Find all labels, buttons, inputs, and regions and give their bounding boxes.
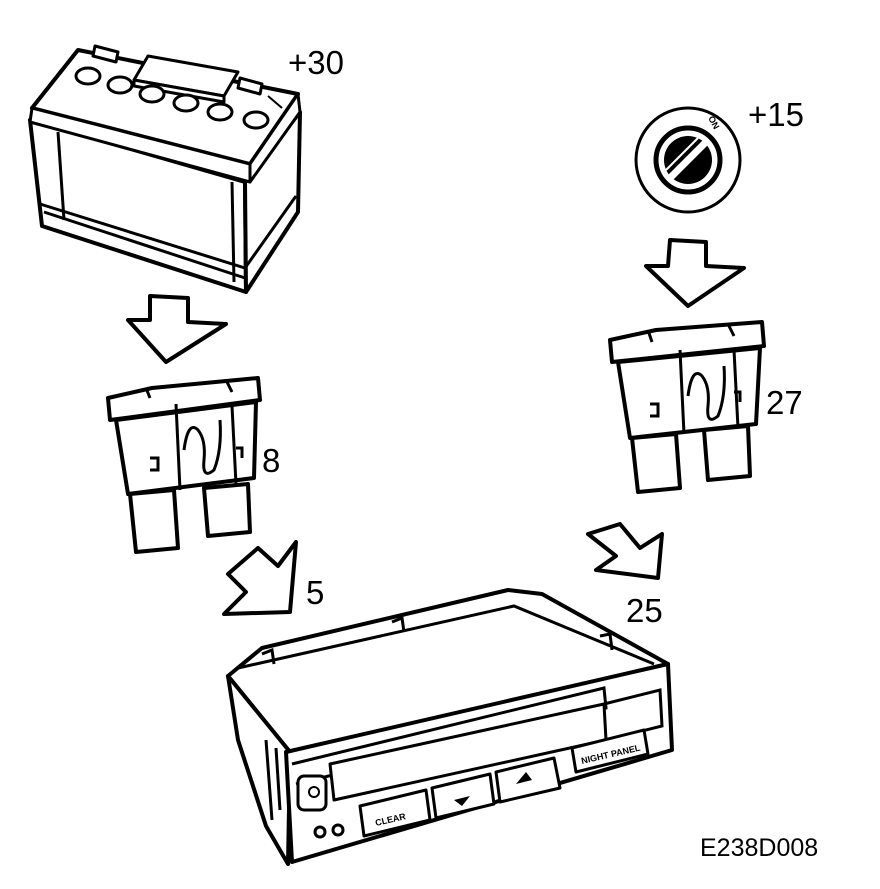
- battery-icon: [28, 44, 302, 294]
- arrow-down-right-icon: [644, 238, 746, 308]
- arrow-down-left-icon: [126, 294, 228, 364]
- fuse-right-icon: [608, 320, 766, 494]
- fuse-left-icon: [106, 376, 262, 554]
- chevron-up-icon: [516, 772, 532, 784]
- figure-code: E238D008: [700, 834, 818, 862]
- chevron-down-icon: [454, 796, 470, 806]
- night-panel-button: [570, 728, 650, 774]
- battery-terminal-label: +30: [288, 44, 344, 81]
- info-panel-unit-icon: [226, 588, 674, 866]
- pin-right-label: 25: [626, 592, 663, 629]
- down-button: [430, 772, 496, 820]
- ignition-terminal-label: +15: [748, 96, 804, 133]
- arrow-diagonal-left-icon: [222, 540, 298, 616]
- pin-left-label: 5: [306, 574, 324, 611]
- ignition-switch-icon: [634, 106, 742, 214]
- fuse-right-label: 27: [766, 384, 803, 421]
- fuse-left-label: 8: [262, 442, 280, 479]
- arrow-diagonal-right-icon: [586, 522, 664, 580]
- clear-button: [358, 788, 432, 838]
